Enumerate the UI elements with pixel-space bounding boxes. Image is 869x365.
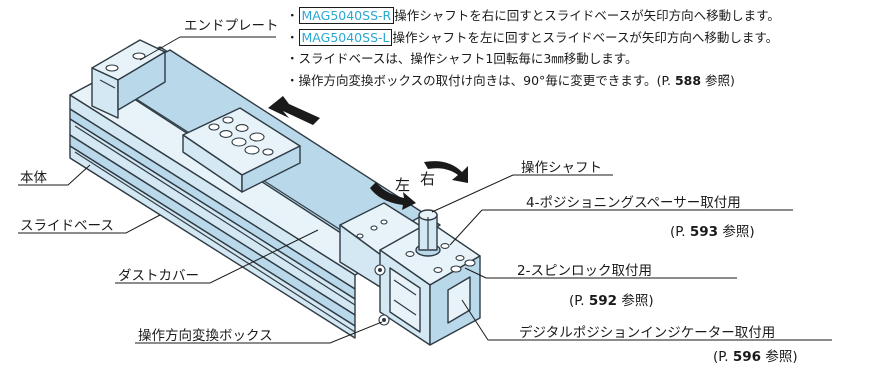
leader-direction-box xyxy=(135,321,383,344)
ref-spin-lock: (P. 592 参照) xyxy=(569,293,654,309)
end-plate xyxy=(91,39,166,119)
leader-slide-base xyxy=(18,214,161,234)
rotate-right-arrow-icon xyxy=(424,161,468,183)
label-direction-box: 操作方向変換ボックス xyxy=(138,328,273,344)
ref-indicator: (P. 596 参照) xyxy=(713,349,798,365)
leader-body xyxy=(18,164,91,186)
label-shaft: 操作シャフト xyxy=(521,160,602,176)
main-body xyxy=(69,46,441,339)
page-ref-588: 588 xyxy=(674,72,702,88)
leader-dust-cover xyxy=(115,229,319,284)
label-left: 左 xyxy=(395,176,411,194)
label-indicator: デジタルポジションインジケーター取付用 xyxy=(519,325,776,341)
label-body: 本体 xyxy=(20,170,47,186)
operating-shaft xyxy=(415,209,441,257)
label-end-plate: エンドプレート xyxy=(184,18,279,34)
ref-spacer: (P. 593 参照) xyxy=(670,224,755,240)
model-l-badge: MAG5040SS-L xyxy=(298,28,393,46)
note-4: ・操作方向変換ボックスの取付け向きは、90°毎に変更できます。(P. 588 参… xyxy=(286,72,735,88)
model-r-badge: MAG5040SS-R xyxy=(298,7,395,24)
direction-arrow-icon xyxy=(268,96,320,125)
slide-base xyxy=(182,107,301,193)
label-right: 右 xyxy=(420,170,436,188)
label-spacer: 4-ポジショニングスペーサー取付用 xyxy=(526,195,741,211)
label-slide-base: スライドベース xyxy=(20,218,114,234)
label-dust-cover: ダストカバー xyxy=(118,268,199,284)
note-3: ・スライドベースは、操作シャフト1回転毎に3㎜移動します。 xyxy=(286,51,638,66)
label-spin-lock: 2-スピンロック取付用 xyxy=(517,263,652,279)
rotate-left-arrow-icon xyxy=(370,182,416,210)
